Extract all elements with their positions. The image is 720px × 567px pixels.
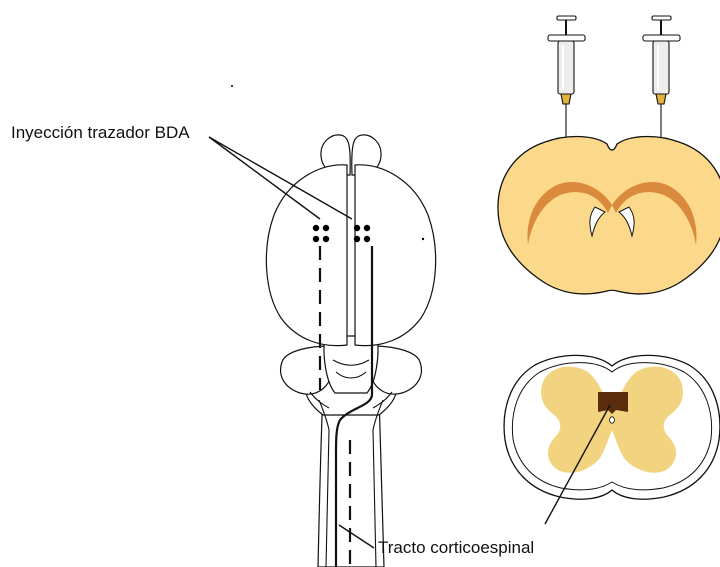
injection-dot (364, 225, 370, 231)
central-canal (610, 417, 615, 423)
injection-dot (364, 236, 370, 242)
injection-dot (354, 225, 360, 231)
syringe-left (548, 16, 585, 152)
small-mark (422, 238, 424, 240)
injection-dot (354, 236, 360, 242)
injection-dot (323, 225, 329, 231)
tract-label: Tracto corticoespinal (378, 538, 534, 558)
labeled-tract-area (598, 392, 628, 414)
left-hemisphere (266, 165, 347, 346)
syringe-right (643, 16, 680, 152)
injection-dot (313, 225, 319, 231)
injection-dot (313, 236, 319, 242)
injection-label: Inyección trazador BDA (11, 123, 190, 143)
spinal-cross-section (504, 355, 720, 524)
syringe-icon (643, 35, 680, 41)
syringe-icon (548, 35, 585, 41)
right-hemisphere (355, 165, 436, 346)
injection-dot (323, 236, 329, 242)
coronal-brain-section (498, 136, 720, 293)
small-mark (231, 85, 233, 87)
dorsal-brain-view (266, 135, 435, 567)
